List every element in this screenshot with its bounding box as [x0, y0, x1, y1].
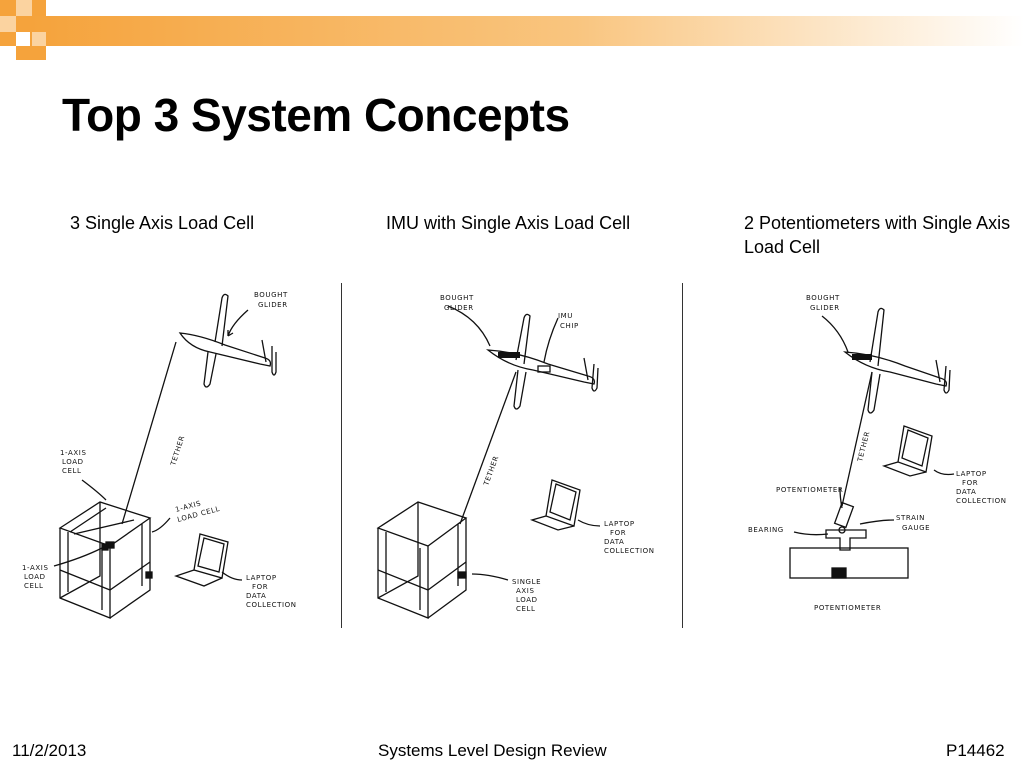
bought-glider-label: BOUGHT — [806, 294, 840, 302]
glider-drawing — [178, 293, 277, 388]
column-divider — [682, 283, 683, 628]
tether-line — [121, 341, 177, 525]
concept-2-sketch: BOUGHT GLIDER IMU CHIP TETHER LAPTOP FOR… — [376, 294, 655, 619]
load-cell-label: 1-AXIS — [22, 564, 49, 572]
potentiometer-assembly — [789, 501, 909, 579]
svg-text:DATA: DATA — [956, 488, 976, 496]
svg-text:GLIDER: GLIDER — [258, 301, 288, 309]
svg-text:FOR: FOR — [252, 583, 268, 591]
tether-label: TETHER — [482, 455, 501, 488]
load-cell-frame — [376, 501, 468, 619]
concept-1-sketch: BOUGHT GLIDER TETHER 1-AXIS LOAD CELL 1-… — [22, 291, 297, 619]
bearing-label: BEARING — [748, 526, 784, 534]
footer-project-id: P14462 — [946, 741, 1005, 760]
tether-label: TETHER — [169, 435, 187, 468]
svg-text:CELL: CELL — [62, 467, 82, 475]
svg-text:CELL: CELL — [516, 605, 536, 613]
laptop-drawing — [174, 533, 229, 587]
load-cell-label: 1-AXIS — [60, 449, 87, 457]
svg-text:COLLECTION: COLLECTION — [604, 547, 655, 555]
tether-line — [459, 371, 517, 525]
svg-text:CELL: CELL — [24, 582, 44, 590]
glider-drawing — [485, 313, 599, 410]
concept-1-caption: 3 Single Axis Load Cell — [70, 213, 255, 233]
footer-title: Systems Level Design Review — [378, 741, 607, 760]
bought-glider-label: BOUGHT — [440, 294, 474, 302]
concept-2-caption: IMU with Single Axis Load Cell — [386, 213, 631, 233]
svg-text:LOAD: LOAD — [24, 573, 46, 581]
svg-text:FOR: FOR — [610, 529, 626, 537]
svg-text:GLIDER: GLIDER — [444, 304, 474, 312]
laptop-drawing — [529, 479, 581, 531]
slide-title: Top 3 System Concepts — [62, 89, 570, 141]
svg-text:CHIP: CHIP — [560, 322, 579, 330]
load-cell-frame — [58, 501, 153, 619]
top-accent-bar — [0, 0, 1024, 60]
concept-3-sketch: BOUGHT GLIDER TETHER LAPTOP FOR DATA COL… — [748, 294, 1007, 612]
glider-drawing — [842, 307, 951, 414]
imu-chip-label: IMU — [558, 312, 573, 320]
laptop-label: LAPTOP — [604, 520, 635, 528]
laptop-label: LAPTOP — [246, 574, 277, 582]
svg-text:GAUGE: GAUGE — [902, 524, 930, 532]
tether-line — [841, 371, 873, 507]
svg-text:DATA: DATA — [246, 592, 266, 600]
footer-date: 11/2/2013 — [12, 741, 87, 760]
svg-text:DATA: DATA — [604, 538, 624, 546]
svg-text:GLIDER: GLIDER — [810, 304, 840, 312]
bought-glider-label: BOUGHT — [254, 291, 288, 299]
load-cell-label: SINGLE — [512, 578, 541, 586]
concept-3-caption: 2 Potentiometers with Single Axis Load C… — [744, 213, 1011, 257]
svg-text:AXIS: AXIS — [516, 587, 535, 595]
laptop-drawing — [881, 425, 933, 477]
svg-text:LOAD: LOAD — [516, 596, 538, 604]
strain-gauge-label: STRAIN — [896, 514, 925, 522]
column-divider — [341, 283, 342, 628]
svg-text:COLLECTION: COLLECTION — [956, 497, 1007, 505]
svg-text:FOR: FOR — [962, 479, 978, 487]
laptop-label: LAPTOP — [956, 470, 987, 478]
potentiometer-label: POTENTIOMETER — [776, 486, 843, 494]
potentiometer-label: POTENTIOMETER — [814, 604, 881, 612]
svg-text:COLLECTION: COLLECTION — [246, 601, 297, 609]
svg-text:LOAD: LOAD — [62, 458, 84, 466]
